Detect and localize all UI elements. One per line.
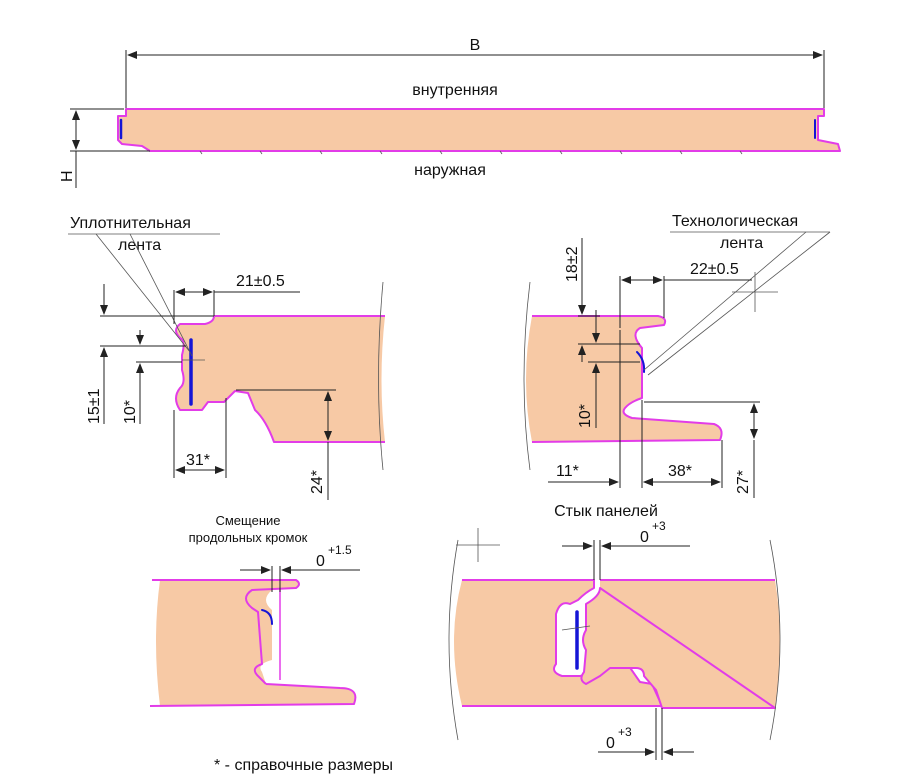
left-callout-line2: лента	[118, 237, 161, 254]
offset-tolerance-base: 0	[316, 553, 325, 570]
joint-left-skin	[462, 579, 663, 707]
joint-left-break	[448, 539, 459, 741]
left-dim21-label: 21±0.5	[236, 273, 285, 290]
right-joint-core	[526, 316, 722, 442]
offset-core	[156, 580, 356, 706]
offset-tape	[261, 609, 273, 625]
left-joint-skin	[175, 315, 385, 443]
height-label: H	[59, 170, 76, 182]
joint-bottom-tol-sup: +3	[618, 725, 632, 739]
right-callout-line1: Технологическая	[672, 213, 798, 230]
left-joint-detail: Уплотнительная лента 21±0.5 15±1 10* 31*…	[68, 215, 385, 500]
right-joint-detail: Технологическая лента 22±0.5 18±2 10* 11…	[523, 213, 831, 498]
right-callout-line2: лента	[720, 235, 763, 252]
right-callout-leader-2	[647, 231, 831, 376]
offset-tolerance-sup: +1.5	[328, 543, 352, 557]
right-dim22-label: 22±0.5	[690, 261, 739, 278]
top-panel-view: B внутренняя наружная H	[59, 37, 841, 188]
left-dim10-label: 10*	[122, 400, 139, 424]
left-callout-line1: Уплотнительная	[70, 215, 191, 232]
left-joint-core	[176, 316, 385, 442]
right-dim11-label: 11*	[556, 463, 579, 480]
joint-seal-tick	[561, 625, 591, 631]
width-label: B	[470, 37, 481, 54]
right-dim10-label: 10*	[577, 404, 594, 428]
panel-joint-detail: Стык панелей 0 +3 0 +3	[448, 503, 781, 760]
joint-title: Стык панелей	[554, 503, 658, 520]
left-dim24-label: 24*	[309, 470, 326, 494]
outer-side-label: наружная	[414, 162, 486, 179]
left-dim15-label: 15±1	[86, 388, 103, 424]
inner-side-label: внутренняя	[412, 82, 497, 99]
left-callout-leader-2	[129, 233, 193, 357]
outer-profile-marks	[199, 150, 743, 155]
right-dim18-label: 18±2	[564, 246, 581, 282]
offset-title-line2: продольных кромок	[189, 530, 308, 545]
right-joint-skin	[531, 315, 723, 443]
right-dim38-label: 38*	[668, 463, 692, 480]
joint-bottom-tol-base: 0	[606, 735, 615, 752]
joint-top-tol-sup: +3	[652, 519, 666, 533]
edge-offset-detail: Смещение продольных кромок 0 +1.5	[149, 513, 360, 707]
joint-right-break	[769, 539, 781, 741]
joint-left-core	[454, 580, 662, 706]
left-joint-break-line	[378, 281, 384, 471]
footnote: * - справочные размеры	[214, 757, 393, 774]
offset-title-line1: Смещение	[215, 513, 280, 528]
left-callout-leader-1	[95, 233, 191, 353]
right-joint-break-line	[523, 281, 531, 471]
offset-skin	[149, 579, 357, 707]
joint-top-tol-base: 0	[640, 529, 649, 546]
top-panel-core	[118, 109, 840, 151]
right-dim27-label: 27*	[735, 470, 752, 494]
left-dim31-label: 31*	[186, 452, 210, 469]
joint-right-skin	[580, 579, 776, 709]
top-panel-skin	[117, 108, 841, 152]
right-callout-leader-1	[643, 231, 807, 371]
